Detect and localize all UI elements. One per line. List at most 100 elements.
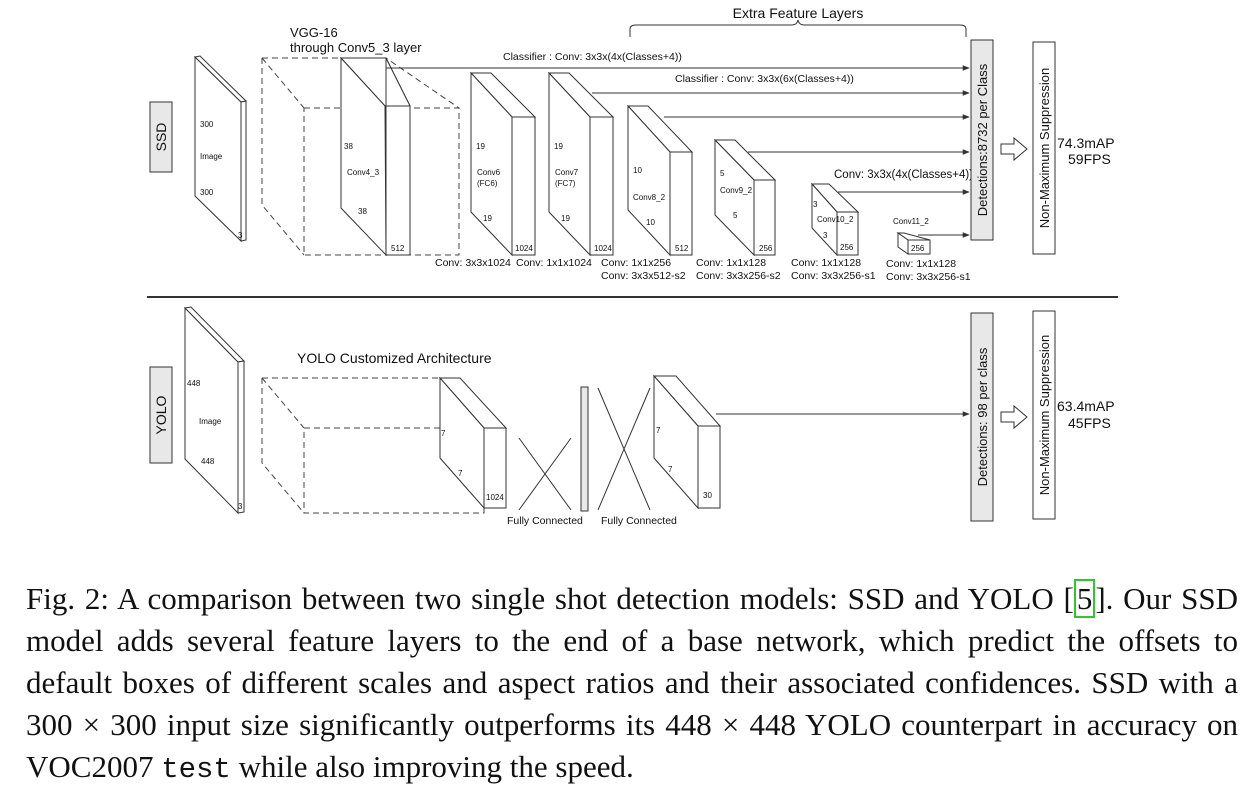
bottom-label-conv8-b: Conv: 3x3x512-s2 bbox=[601, 270, 686, 282]
ssd-nms-arrow bbox=[1000, 136, 1028, 162]
caption-citation-link[interactable]: 5 bbox=[1073, 579, 1096, 618]
classifier-label-2: Classifier : Conv: 3x3x(6x(Classes+4)) bbox=[675, 73, 854, 85]
ssd-detections-label: Detections:8732 per Class bbox=[975, 63, 990, 216]
ssd-label: SSD bbox=[153, 123, 169, 152]
conv6-size-2: 19 bbox=[483, 214, 492, 223]
conv9-2-size-2: 5 bbox=[733, 211, 738, 220]
conv9-2-name: Conv9_2 bbox=[720, 186, 753, 195]
conv10-2-block: 3 Conv10_2 3 256 bbox=[810, 182, 860, 257]
conv7-size: 19 bbox=[554, 142, 563, 151]
conv4-3-depth: 512 bbox=[391, 244, 405, 253]
ssd-image-name: Image bbox=[200, 152, 223, 161]
ssd-detections-box bbox=[970, 39, 994, 241]
ssd-image-size-top: 300 bbox=[200, 120, 214, 129]
yolo-block1-size-2: 7 bbox=[458, 469, 463, 478]
conv9-2-block: 5 Conv9_2 5 256 bbox=[713, 138, 777, 257]
yolo-nms-arrow bbox=[1000, 404, 1028, 430]
bottom-label-conv9-a: Conv: 1x1x128 bbox=[696, 257, 766, 269]
conv7-size-2: 19 bbox=[561, 214, 570, 223]
caption-text-3: while also improving the speed. bbox=[230, 749, 634, 784]
caption-text-2: ]. Our SSD model adds several feature la… bbox=[26, 581, 1238, 784]
bottom-label-conv6: Conv: 3x3x1024 bbox=[435, 257, 511, 269]
bottom-label-conv10-b: Conv: 3x3x256-s1 bbox=[791, 270, 876, 282]
conv10-2-size: 3 bbox=[813, 200, 818, 209]
yolo-block-1024: 7 7 1024 bbox=[438, 376, 508, 510]
conv9-2-size: 5 bbox=[720, 169, 725, 178]
fc-cross-1b bbox=[518, 437, 572, 511]
conv6-size: 19 bbox=[476, 142, 485, 151]
ssd-nms-label: Non-Maximum Suppression bbox=[1037, 68, 1052, 228]
conv8-2-size-2: 10 bbox=[646, 218, 655, 227]
conv11-2-block: Conv11_2 256 bbox=[893, 217, 931, 255]
ssd-image-depth: 3 bbox=[238, 231, 243, 240]
yolo-image-depth: 3 bbox=[238, 502, 243, 511]
conv6-name-1: Conv6 bbox=[477, 168, 501, 177]
vgg-label-line-1: VGG-16 bbox=[290, 25, 338, 40]
conv9-2-depth: 256 bbox=[759, 244, 773, 253]
yolo-image-size-top: 448 bbox=[187, 379, 201, 388]
conv8-2-block: 10 Conv8_2 10 512 bbox=[626, 104, 694, 257]
conv7-block: 19 Conv7 (FC7) 19 1024 bbox=[547, 71, 615, 257]
bottom-label-conv11-b: Conv: 3x3x256-s1 bbox=[886, 271, 971, 283]
yolo-label-box bbox=[149, 366, 173, 464]
conv7-name-2: (FC7) bbox=[555, 179, 576, 188]
bottom-label-conv8-a: Conv: 1x1x256 bbox=[601, 257, 671, 269]
conv4-3-name: Conv4_3 bbox=[347, 168, 380, 177]
fc-label-2: Fully Connected bbox=[601, 515, 677, 527]
conv4-3-size-2: 38 bbox=[358, 207, 367, 216]
yolo-detections-label: Detections: 98 per class bbox=[975, 347, 990, 486]
ssd-map: 74.3mAP bbox=[1057, 135, 1115, 151]
yolo-block2-depth: 30 bbox=[703, 491, 712, 500]
yolo-nms-box bbox=[1032, 310, 1056, 520]
yolo-block1-size: 7 bbox=[441, 429, 446, 438]
yolo-map: 63.4mAP bbox=[1057, 398, 1115, 414]
yolo-block-30: 7 7 30 bbox=[652, 374, 722, 510]
bottom-label-conv7: Conv: 1x1x1024 bbox=[516, 257, 592, 269]
yolo-block1-depth: 1024 bbox=[486, 493, 504, 502]
classifier-label-3: Conv: 3x3x(4x(Classes+4)) bbox=[834, 169, 973, 181]
conv6-depth: 1024 bbox=[515, 244, 533, 253]
bottom-label-conv9-b: Conv: 3x3x256-s2 bbox=[696, 270, 781, 282]
ssd-nms-box bbox=[1032, 41, 1056, 255]
yolo-fps: 45FPS bbox=[1068, 415, 1111, 431]
conv8-2-name: Conv8_2 bbox=[633, 193, 666, 202]
yolo-nms-label: Non-Maximum Suppression bbox=[1037, 335, 1052, 495]
caption-code-test: test bbox=[161, 753, 231, 786]
ssd-fps: 59FPS bbox=[1068, 151, 1111, 167]
conv4-3-block: 38 Conv4_3 38 512 bbox=[339, 56, 411, 257]
conv7-depth: 1024 bbox=[594, 244, 612, 253]
yolo-arch-label: YOLO Customized Architecture bbox=[297, 350, 492, 366]
figure-caption: Fig. 2: A comparison between two single … bbox=[26, 578, 1238, 791]
conv6-name-2: (FC6) bbox=[477, 179, 498, 188]
yolo-section: YOLO 448 Image 448 3 YOLO Customized Arc… bbox=[149, 306, 1115, 527]
bottom-label-conv10-a: Conv: 1x1x128 bbox=[791, 257, 861, 269]
fc-cross-2b bbox=[597, 387, 651, 511]
yolo-image-name: Image bbox=[199, 417, 222, 426]
architecture-diagram: SSD 300 Image 300 3 VGG-16 through Conv5… bbox=[147, 5, 1118, 527]
yolo-label: YOLO bbox=[153, 395, 169, 434]
fc-label-1: Fully Connected bbox=[507, 515, 583, 527]
fc-layer-bar bbox=[580, 386, 589, 512]
conv10-2-size-2: 3 bbox=[823, 231, 828, 240]
conv11-2-name: Conv11_2 bbox=[893, 217, 929, 226]
caption-text-1: Fig. 2: A comparison between two single … bbox=[26, 581, 1074, 616]
yolo-input-image: 448 Image 448 3 bbox=[183, 306, 246, 515]
bottom-label-conv11-a: Conv: 1x1x128 bbox=[886, 258, 956, 270]
conv10-2-depth: 256 bbox=[840, 243, 854, 252]
ssd-label-box bbox=[149, 101, 173, 173]
ssd-input-image: 300 Image 300 3 bbox=[193, 55, 248, 243]
extra-layers-label: Extra Feature Layers bbox=[733, 5, 864, 21]
ssd-section: SSD 300 Image 300 3 VGG-16 through Conv5… bbox=[149, 5, 1115, 283]
conv4-3-size: 38 bbox=[344, 142, 353, 151]
yolo-block2-size: 7 bbox=[656, 426, 661, 435]
vgg-label-line-2: through Conv5_3 layer bbox=[290, 40, 422, 55]
conv7-name-1: Conv7 bbox=[555, 168, 579, 177]
conv6-block: 19 Conv6 (FC6) 19 1024 bbox=[469, 71, 537, 257]
yolo-block2-size-2: 7 bbox=[668, 465, 673, 474]
conv8-2-size: 10 bbox=[633, 166, 642, 175]
yolo-detections-box bbox=[970, 312, 994, 522]
conv10-2-name: Conv10_2 bbox=[817, 215, 854, 224]
conv8-2-depth: 512 bbox=[675, 244, 689, 253]
yolo-image-size-bottom: 448 bbox=[201, 457, 215, 466]
ssd-image-size-bottom: 300 bbox=[200, 188, 214, 197]
